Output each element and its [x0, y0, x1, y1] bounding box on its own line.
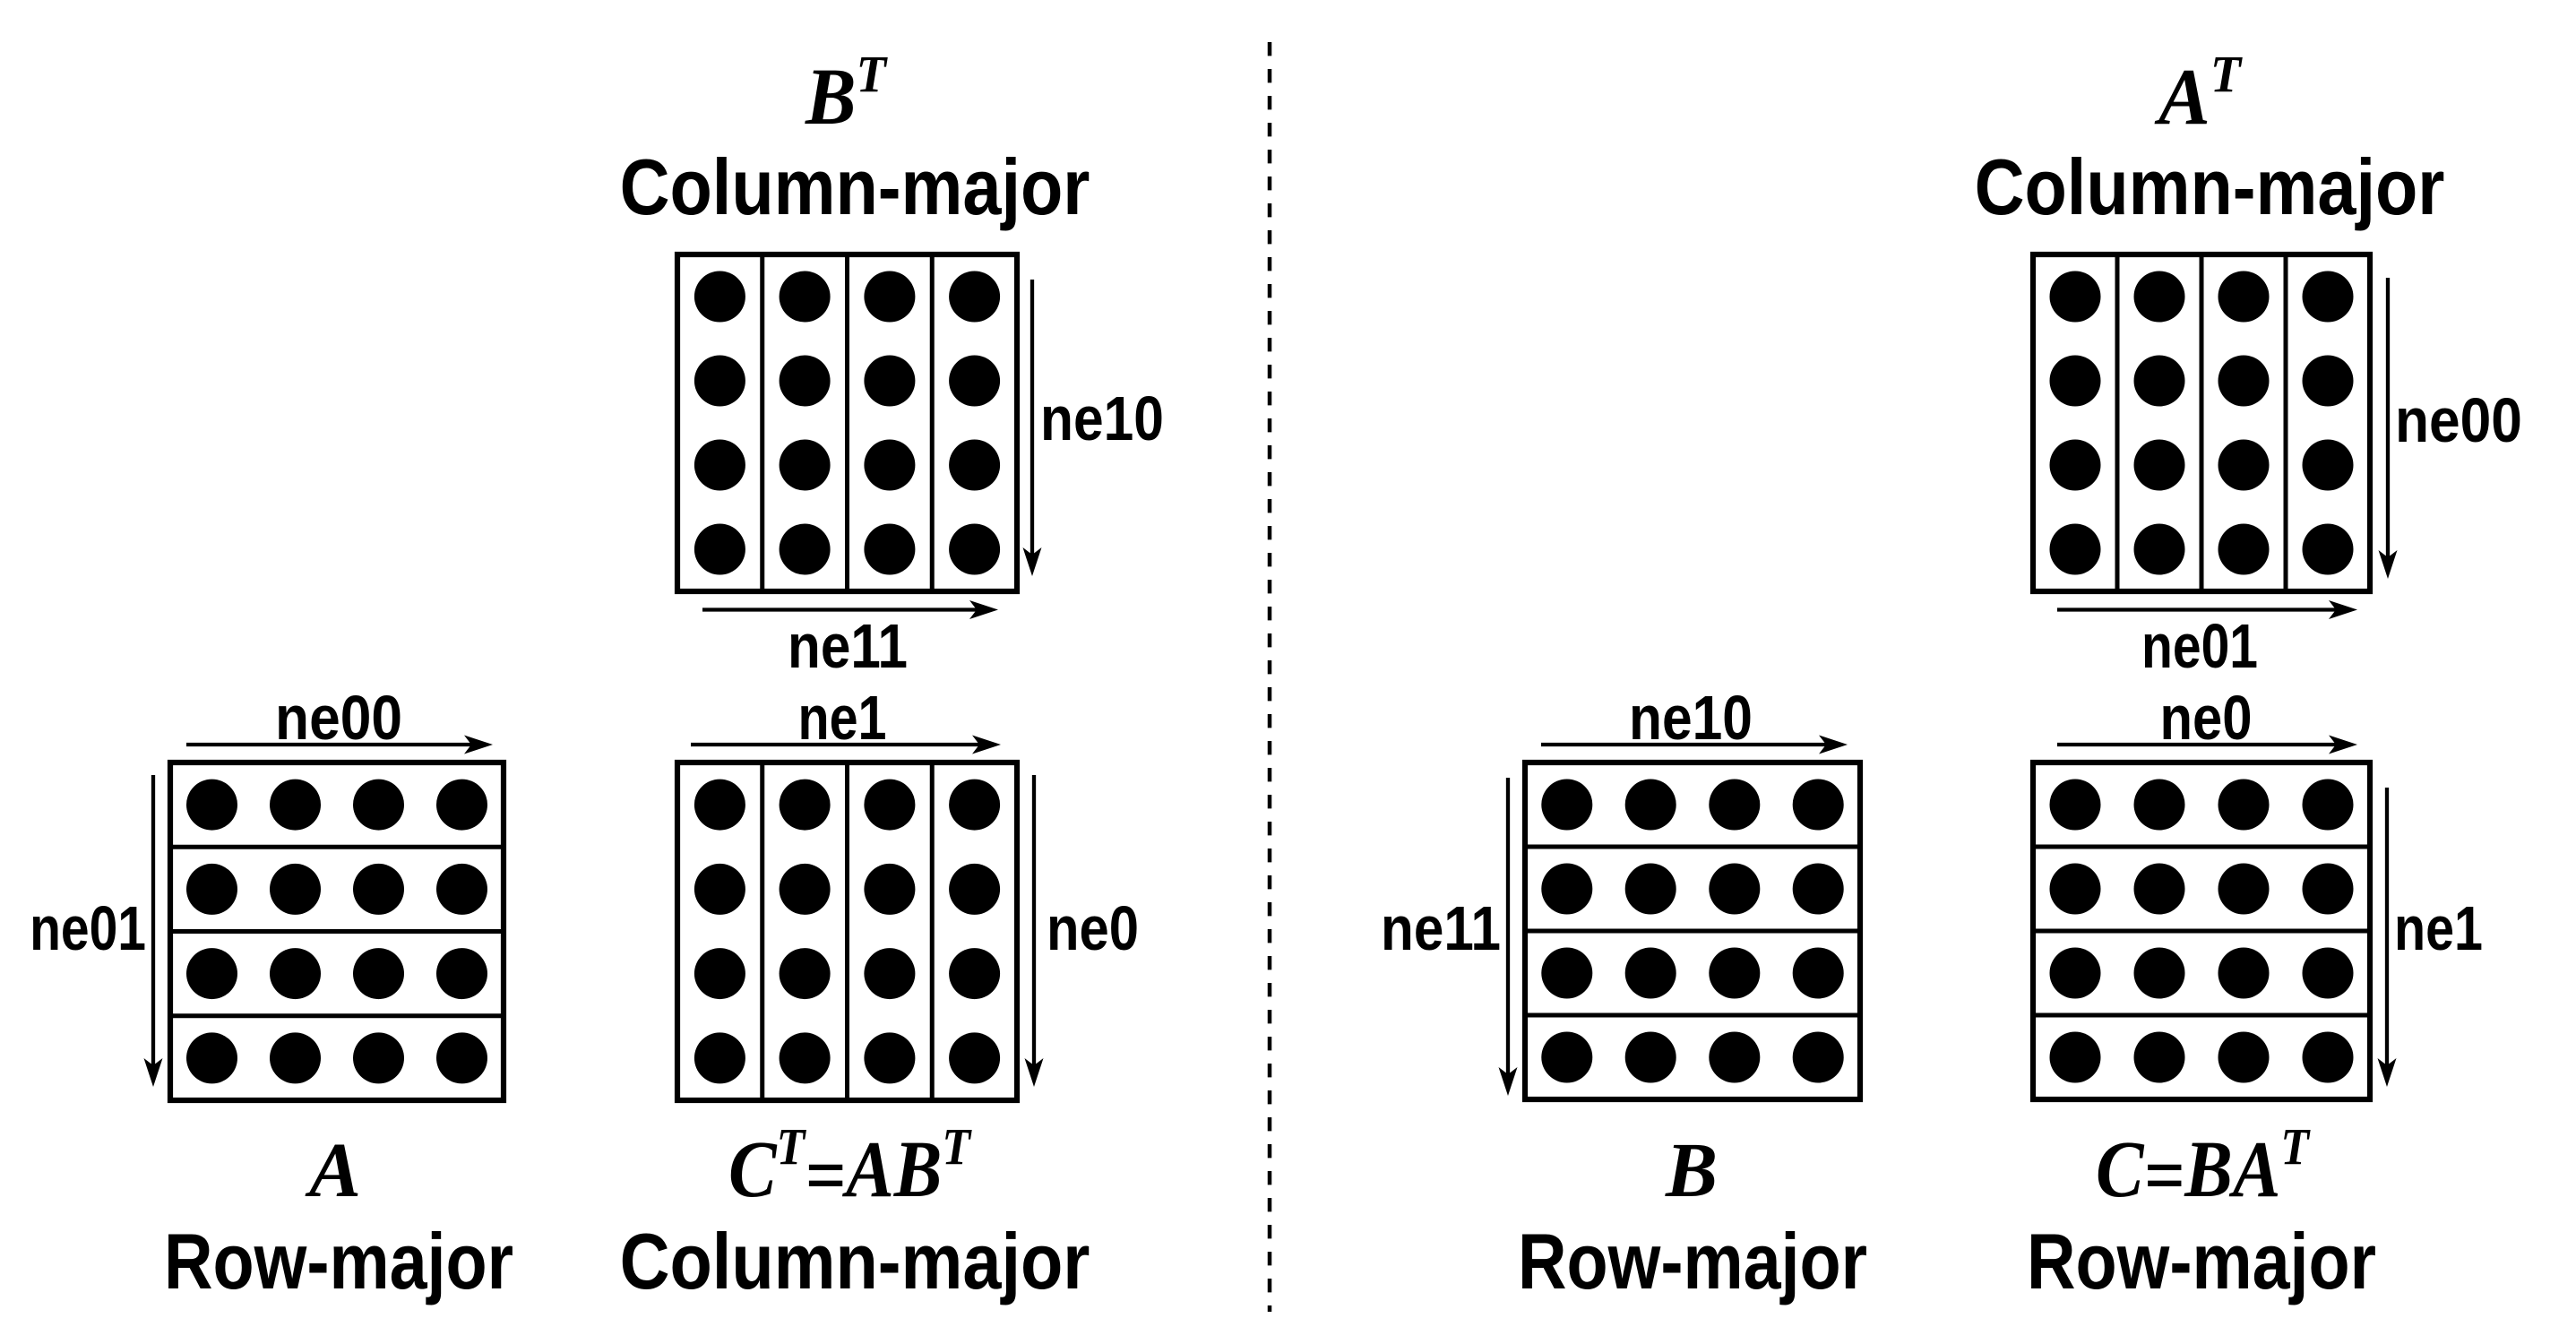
svg-text:A: A [305, 1126, 361, 1213]
svg-text:Column-major: Column-major [1975, 142, 2445, 231]
svg-text:Row-major: Row-major [164, 1219, 513, 1306]
svg-text:B: B [1665, 1126, 1718, 1213]
svg-text:ne0: ne0 [2160, 683, 2253, 754]
svg-text:ne1: ne1 [2394, 893, 2483, 964]
svg-text:ne00: ne00 [275, 684, 402, 754]
svg-text:ne00: ne00 [2395, 386, 2522, 456]
svg-text:AT: AT [2154, 46, 2243, 142]
svg-text:ne0: ne0 [1047, 893, 1139, 964]
svg-text:ne11: ne11 [788, 611, 908, 681]
svg-text:Column-major: Column-major [620, 142, 1090, 231]
svg-text:BT: BT [805, 47, 888, 142]
svg-text:ne10: ne10 [1040, 383, 1164, 453]
svg-text:ne01: ne01 [30, 892, 146, 963]
svg-text:Row-major: Row-major [2027, 1219, 2376, 1306]
svg-text:C=BAT: C=BAT [2096, 1117, 2311, 1220]
svg-text:ne11: ne11 [1381, 893, 1501, 963]
svg-text:ne1: ne1 [798, 683, 887, 754]
svg-text:ne01: ne01 [2141, 610, 2258, 681]
svg-text:CT=ABT: CT=ABT [728, 1117, 972, 1220]
svg-text:ne10: ne10 [1629, 683, 1753, 753]
svg-text:Row-major: Row-major [1518, 1219, 1867, 1306]
svg-text:Column-major: Column-major [620, 1217, 1090, 1305]
